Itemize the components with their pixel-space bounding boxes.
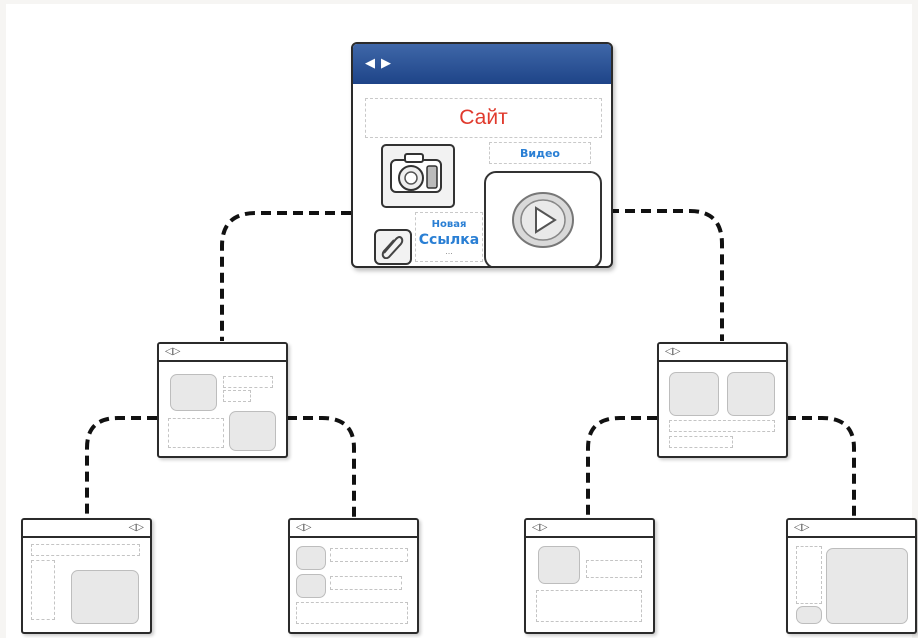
- text-placeholder: [31, 560, 55, 620]
- image-placeholder: [170, 374, 217, 411]
- image-placeholder: [796, 606, 822, 624]
- connector-root-right: [609, 209, 724, 341]
- nav-arrows-icon: ◁▷: [296, 522, 312, 533]
- image-placeholder: [727, 372, 775, 416]
- connector-right-c: [586, 416, 657, 518]
- new-link-box: Новая Ссылка ...: [415, 212, 483, 262]
- site-title: Сайт: [459, 106, 508, 129]
- nav-arrows-icon: ◁▷: [665, 346, 681, 357]
- new-link-line1: Новая: [431, 219, 467, 230]
- video-label-box: Видео: [489, 142, 591, 164]
- page-wireframe-level1-right: ◁▷: [657, 342, 788, 458]
- page-wireframe-level1-left: ◁▷: [157, 342, 288, 458]
- text-placeholder: [31, 544, 140, 556]
- forward-arrow-icon: ▶: [381, 56, 391, 71]
- text-placeholder: [669, 420, 775, 432]
- page-titlebar: ◁▷: [23, 520, 150, 538]
- page-titlebar: ◁▷: [788, 520, 915, 538]
- connector-left-a: [85, 416, 157, 518]
- play-icon: [511, 191, 575, 249]
- nav-arrows-icon: ◁▷: [794, 522, 810, 533]
- text-placeholder: [223, 376, 273, 388]
- site-window-titlebar: ◀ ▶: [353, 44, 611, 84]
- camera-icon: [381, 144, 455, 208]
- connector-root-left: [220, 211, 351, 341]
- text-placeholder: [669, 436, 733, 448]
- video-label: Видео: [520, 146, 560, 160]
- text-placeholder: [586, 560, 642, 578]
- back-arrow-icon: ◀: [365, 56, 375, 71]
- site-title-box: Сайт: [365, 98, 602, 138]
- text-placeholder: [168, 418, 224, 448]
- text-placeholder: [536, 590, 642, 622]
- text-placeholder: [796, 546, 822, 604]
- image-placeholder: [229, 411, 276, 451]
- page-wireframe-level2-b: ◁▷: [288, 518, 419, 634]
- image-placeholder: [826, 548, 908, 624]
- new-link-line2: Ссылка: [418, 232, 480, 248]
- video-player: [484, 171, 602, 266]
- image-placeholder: [538, 546, 580, 584]
- connector-right-d: [786, 416, 856, 518]
- nav-arrows-icon: ◁▷: [165, 346, 181, 357]
- image-placeholder: [669, 372, 719, 416]
- page-wireframe-level2-d: ◁▷: [786, 518, 917, 634]
- connector-left-b: [287, 416, 356, 518]
- new-link-ellipsis: ...: [445, 247, 453, 256]
- page-titlebar: ◁▷: [659, 344, 786, 362]
- page-titlebar: ◁▷: [526, 520, 653, 538]
- text-placeholder: [330, 548, 408, 562]
- page-titlebar: ◁▷: [290, 520, 417, 538]
- image-placeholder: [296, 574, 326, 598]
- text-placeholder: [223, 390, 251, 402]
- text-placeholder: [296, 602, 408, 624]
- image-placeholder: [71, 570, 139, 624]
- paperclip-icon: [374, 229, 412, 265]
- nav-arrows-icon: ◁▷: [532, 522, 548, 533]
- page-titlebar: ◁▷: [159, 344, 286, 362]
- page-wireframe-level2-a: ◁▷: [21, 518, 152, 634]
- text-placeholder: [330, 576, 402, 590]
- page-wireframe-level2-c: ◁▷: [524, 518, 655, 634]
- image-placeholder: [296, 546, 326, 570]
- site-window: ◀ ▶ Сайт Видео Новая Ссылка: [351, 42, 613, 268]
- nav-arrows-icon: ◁▷: [128, 522, 144, 533]
